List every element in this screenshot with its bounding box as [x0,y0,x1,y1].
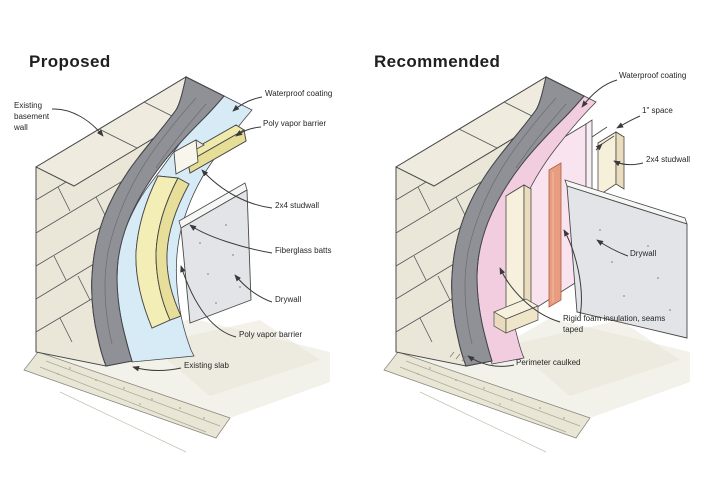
label-poly-vapor-barrier-bottom: Poly vapor barrier [239,330,303,339]
leader-one-inch-space [616,115,641,129]
floor-shadow [150,320,320,396]
drywall-panel [178,182,252,324]
label-fiberglass-batts: Fiberglass batts [275,246,332,255]
slab-hatch [39,360,221,433]
title-proposed: Proposed [29,52,111,71]
slab-edge [23,351,231,439]
caulk-bead-marks [449,351,467,362]
leader-lines [51,79,644,372]
leader-drywall-right [596,239,629,257]
drywall-screws [199,224,241,304]
coating-squiggles [104,97,207,345]
floor-and-slab [23,318,330,453]
label-rigid-foam: Rigid foam insulation, seams taped [563,314,666,335]
leader-studwall-right [613,160,644,167]
title-recommended: Recommended [374,52,501,71]
leader-fiberglass [189,224,273,254]
label-drywall-right: Drywall [630,249,657,258]
leader-gap-arrow [595,143,603,151]
leader-waterproof-left [232,96,263,112]
leader-studwall-left [201,169,273,209]
leader-seam-tape [563,229,582,317]
slab-speckles [57,367,205,419]
label-poly-vapor-barrier-top: Poly vapor barrier [263,119,327,128]
label-one-inch-space: 1" space [642,106,673,115]
label-existing-basement-wall: Existing basement wall [14,101,50,133]
drywall-panel-right [564,179,688,339]
label-perimeter-caulked: Perimeter caulked [516,358,581,367]
drywall-screws [599,229,671,311]
leader-existing-slab [132,365,182,372]
label-studwall-left: 2x4 studwall [275,201,320,210]
studwall-block [173,139,205,175]
studwall-right-stud [597,131,625,197]
slab-lower-line [59,391,187,453]
leader-poly-top [235,126,262,137]
label-existing-slab: Existing slab [184,361,229,370]
label-waterproof-coating-left: Waterproof coating [265,89,333,98]
masonry-wall-and-coating [34,75,226,367]
leader-rigid-foam [499,267,561,323]
label-drywall-left: Drywall [275,295,302,304]
leader-perimeter-caulked [467,355,515,367]
leader-existing-wall [51,108,104,137]
seam-tape [548,162,562,308]
leader-waterproof-right [581,79,618,108]
label-waterproof-coating-right: Waterproof coating [619,71,687,80]
leader-drywall-left [234,274,273,303]
leader-poly-bottom [180,265,237,338]
label-studwall-right: 2x4 studwall [646,155,691,164]
